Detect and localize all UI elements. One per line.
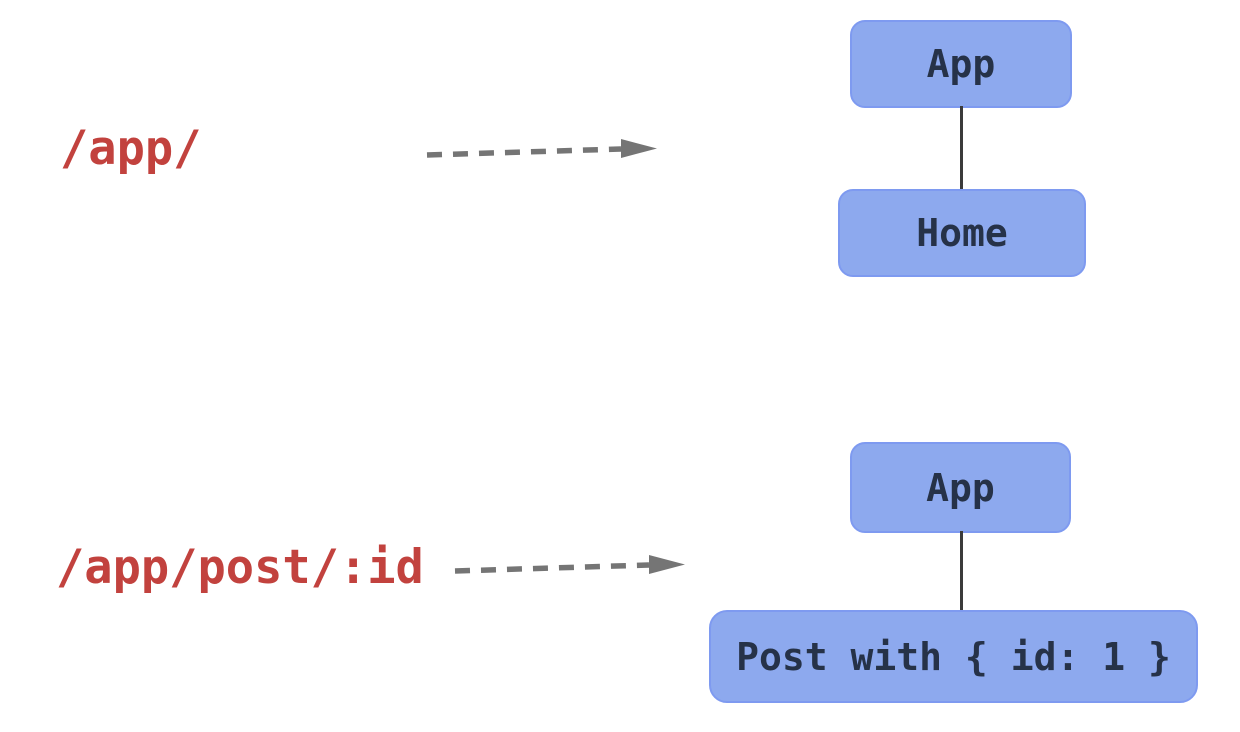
dashed-arrow-right-icon [454, 555, 685, 574]
route-path-label: /app/post/:id [56, 540, 424, 595]
tree-connector [960, 531, 963, 612]
route-path-label: /app/ [60, 121, 202, 176]
tree-node-post: Post with { id: 1 } [709, 610, 1198, 703]
tree-node-app: App [850, 442, 1071, 533]
tree-connector [960, 106, 963, 191]
tree-node-app: App [850, 20, 1072, 108]
tree-node-home: Home [838, 189, 1086, 277]
dashed-arrow-right-icon [426, 139, 657, 158]
